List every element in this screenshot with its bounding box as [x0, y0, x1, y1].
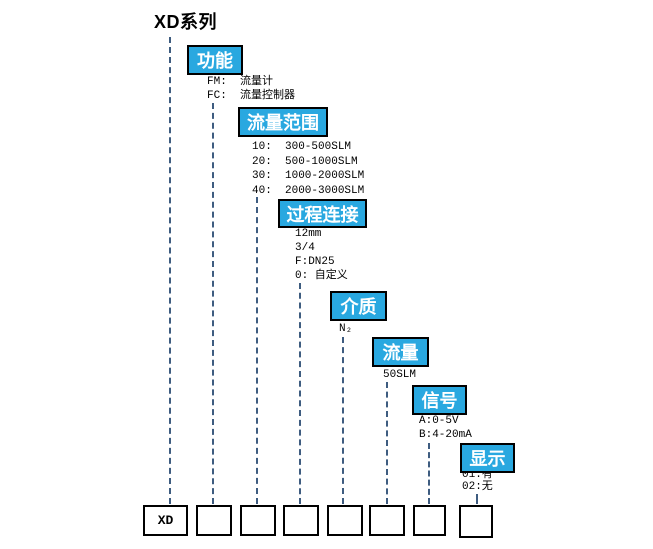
model-cell-function [196, 505, 232, 536]
option-signal-a: A:0-5V [419, 415, 459, 427]
connector-line-process-connection [299, 283, 301, 504]
option-process-3-4: 3/4 [295, 242, 315, 254]
connector-line-signal [428, 443, 430, 504]
option-process-custom: 0: 自定义 [295, 270, 348, 282]
option-function-fm: FM: 流量计 [207, 76, 274, 88]
page-title: XD系列 [154, 12, 218, 32]
connector-line-flow-range [256, 197, 258, 504]
category-box-flow: 流量 [372, 337, 429, 367]
model-cell-prefix: XD [143, 505, 188, 536]
connector-line-flow [386, 382, 388, 504]
option-function-fc: FC: 流量控制器 [207, 90, 296, 102]
category-box-medium: 介质 [330, 291, 387, 321]
option-flow-range-30: 30: 1000-2000SLM [252, 170, 365, 182]
category-box-flow-range: 流量范围 [238, 107, 328, 137]
connector-line-function [212, 103, 214, 504]
option-signal-b: B:4-20mA [419, 429, 472, 441]
option-display-02: 02:无 [462, 481, 493, 493]
category-box-process-connection: 过程连接 [278, 199, 367, 228]
category-box-display: 显示 [460, 443, 515, 473]
model-cell-signal [413, 505, 446, 536]
model-cell-process-connection [283, 505, 319, 536]
category-box-function: 功能 [187, 45, 243, 75]
model-cell-flow [369, 505, 405, 536]
option-flow-range-40: 40: 2000-3000SLM [252, 185, 365, 197]
option-flow-range-10: 10: 300-500SLM [252, 141, 352, 153]
option-flow-range-20: 20: 500-1000SLM [252, 156, 358, 168]
model-cell-flow-range [240, 505, 276, 536]
option-process-dn25: F:DN25 [295, 256, 335, 268]
option-medium-n2: N₂ [339, 323, 353, 335]
model-cell-display [459, 505, 493, 538]
connector-line-model-prefix [169, 37, 171, 504]
connector-line-display [476, 494, 478, 504]
model-prefix-text: XD [157, 513, 174, 528]
connector-line-medium [342, 337, 344, 504]
model-cell-medium [327, 505, 363, 536]
option-process-12mm: 12mm [295, 228, 322, 240]
option-flow-50slm: 50SLM [383, 369, 417, 381]
category-box-signal: 信号 [412, 385, 467, 415]
